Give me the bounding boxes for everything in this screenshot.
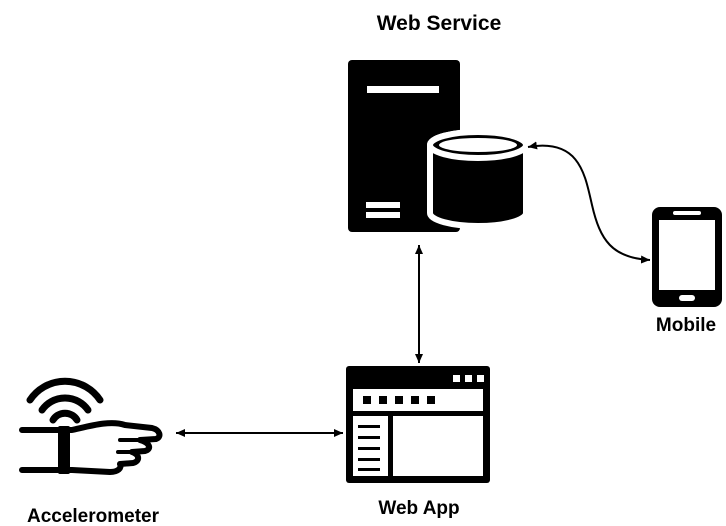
web-service-label: Web Service (377, 12, 502, 35)
database-icon (427, 129, 529, 229)
mobile-phone-icon (652, 207, 722, 307)
web-app-label: Web App (378, 498, 459, 519)
accelerometer-label: Accelerometer (27, 506, 160, 526)
database-mobile-connector (527, 141, 651, 264)
mobile-label: Mobile (656, 315, 716, 336)
browser-window-icon (346, 366, 490, 483)
wrist-accelerometer-icon (19, 377, 163, 475)
